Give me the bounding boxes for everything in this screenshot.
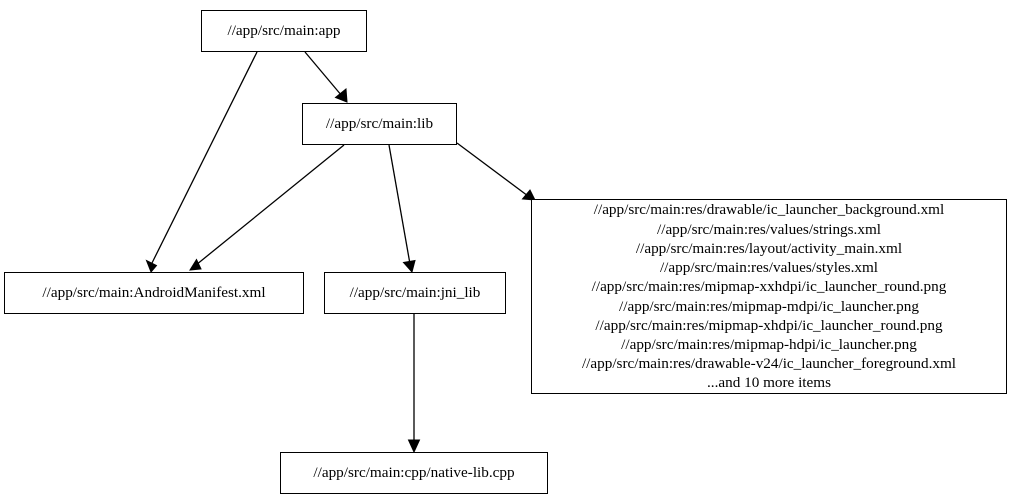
node-android-manifest[interactable]: //app/src/main:AndroidManifest.xml — [4, 272, 304, 314]
edge-lib-to-manifest — [189, 144, 345, 271]
node-jni-lib[interactable]: //app/src/main:jni_lib — [324, 272, 506, 314]
edge-lib-to-resources — [456, 142, 536, 201]
node-lib-label: //app/src/main:lib — [325, 115, 434, 133]
node-resources[interactable]: //app/src/main:res/drawable/ic_launcher_… — [531, 199, 1007, 394]
edge-jni-lib-to-native-lib — [407, 314, 421, 454]
node-app-label: //app/src/main:app — [227, 22, 341, 40]
node-resources-label: //app/src/main:res/drawable/ic_launcher_… — [581, 201, 957, 392]
node-native-lib-cpp[interactable]: //app/src/main:cpp/native-lib.cpp — [280, 452, 548, 494]
node-native-lib-cpp-label: //app/src/main:cpp/native-lib.cpp — [313, 464, 515, 482]
edge-app-to-manifest — [145, 51, 258, 273]
node-jni-lib-label: //app/src/main:jni_lib — [349, 284, 481, 302]
node-android-manifest-label: //app/src/main:AndroidManifest.xml — [42, 284, 266, 302]
node-lib[interactable]: //app/src/main:lib — [302, 103, 457, 145]
edge-app-to-lib — [304, 51, 348, 103]
node-app[interactable]: //app/src/main:app — [201, 10, 367, 52]
edge-lib-to-jni-lib — [388, 144, 416, 274]
